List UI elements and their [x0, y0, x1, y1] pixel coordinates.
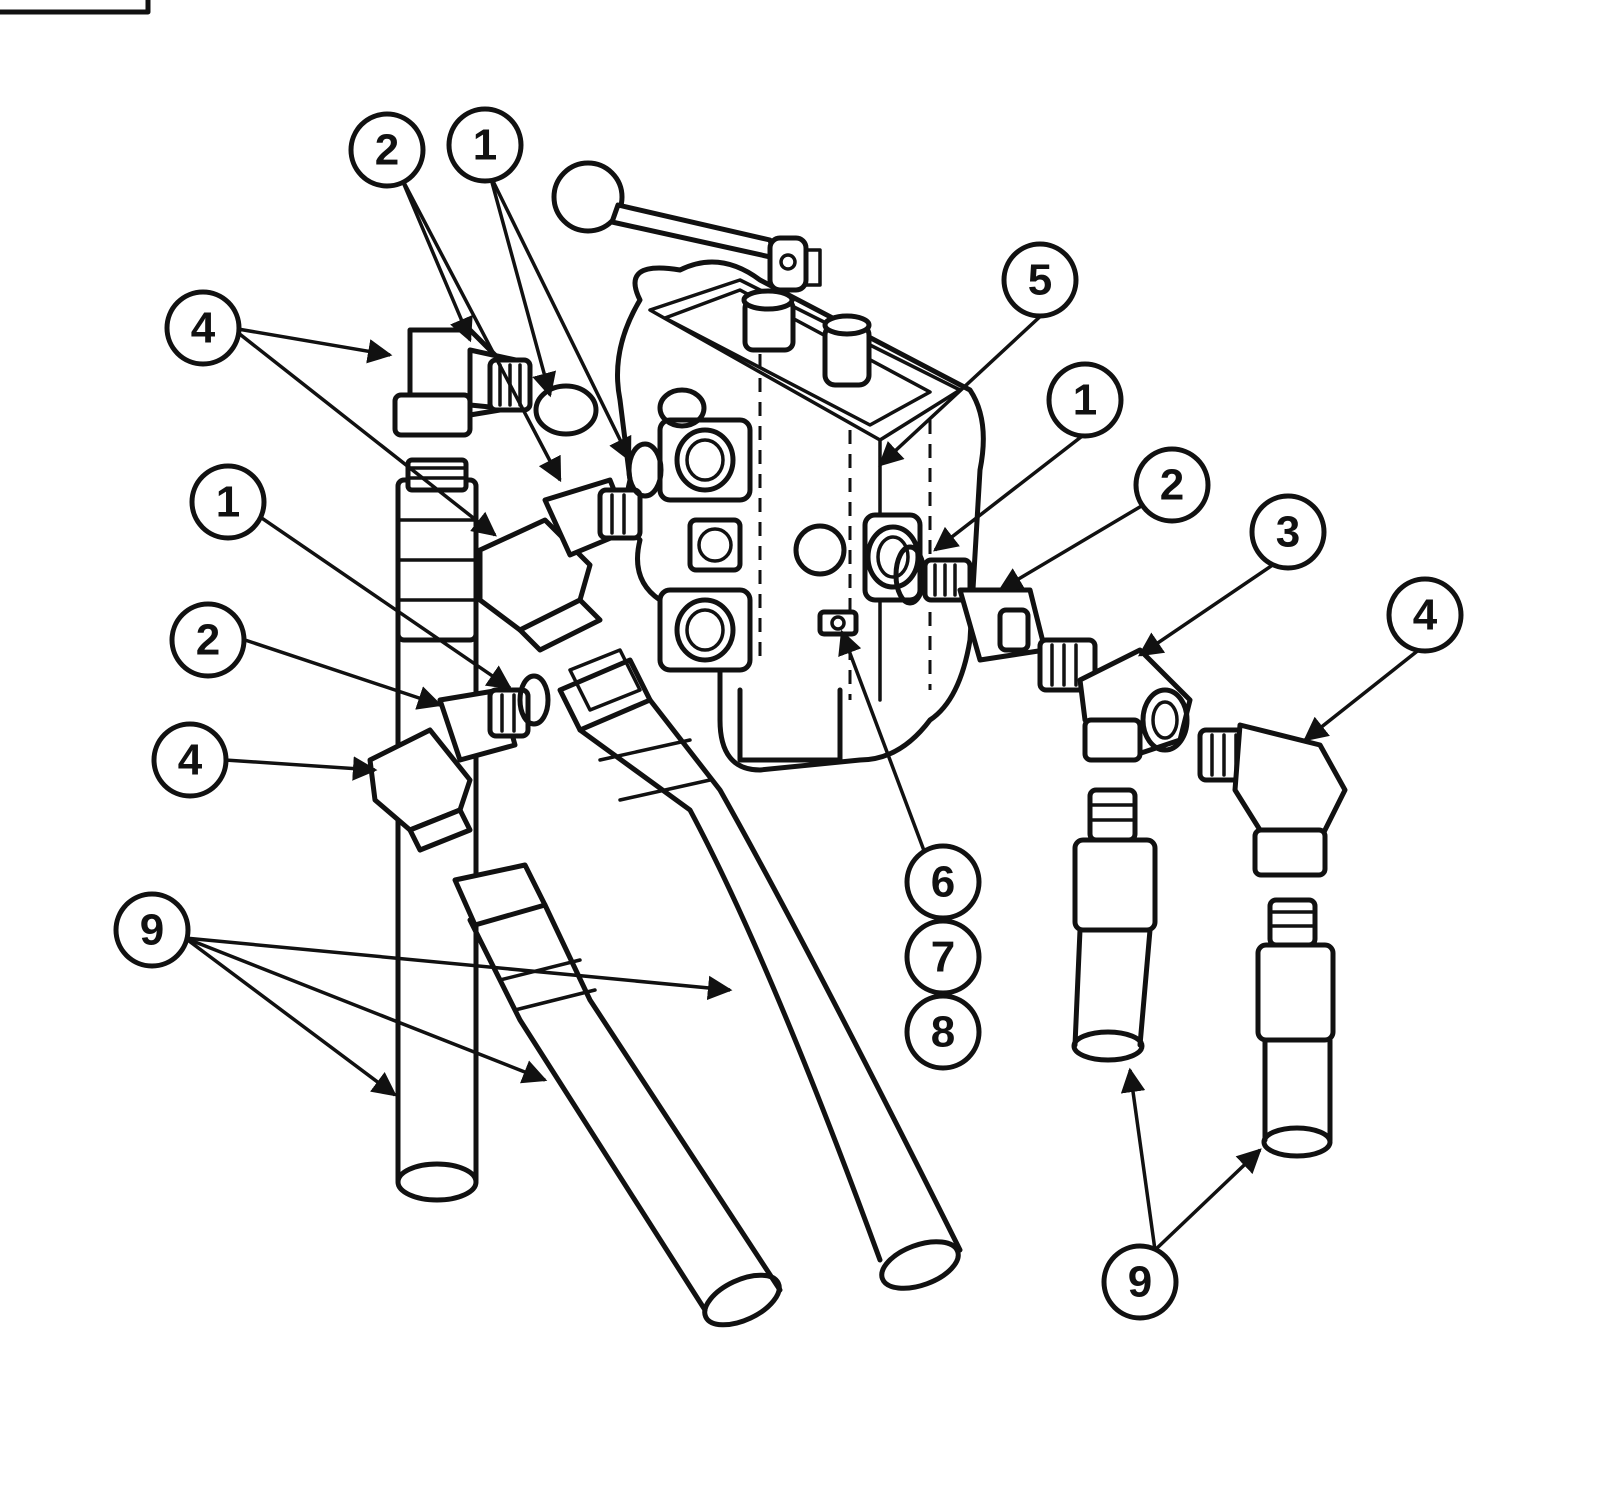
callout-2: 2 — [169, 601, 247, 679]
callout-3: 3 — [1249, 493, 1327, 571]
callout-label: 9 — [140, 906, 164, 955]
callout-label: 4 — [191, 304, 216, 353]
callout-label: 1 — [216, 478, 240, 527]
callout-label: 7 — [931, 933, 955, 982]
callout-label: 3 — [1276, 508, 1300, 557]
callout-label: 4 — [178, 736, 203, 785]
fitting-adapter-right — [893, 544, 1048, 663]
tee-fitting — [1037, 637, 1193, 763]
callout-label: 8 — [931, 1008, 955, 1057]
elbow-fitting-middle — [477, 441, 664, 653]
hose-middle-diagonal — [557, 648, 963, 1291]
callout-label: 2 — [375, 126, 399, 175]
elbow-fitting-top-left — [392, 327, 599, 438]
callout-label: 1 — [1073, 376, 1097, 425]
callout-label: 4 — [1413, 591, 1438, 640]
callout-1: 1 — [1046, 361, 1124, 439]
callout-6: 6 — [904, 843, 982, 921]
control-valve-body — [615, 259, 986, 773]
callout-2: 2 — [1133, 446, 1211, 524]
callout-4: 4 — [1386, 576, 1464, 654]
hose-right-outer — [1255, 897, 1336, 1159]
callout-1: 1 — [446, 106, 524, 184]
callout-9: 9 — [113, 891, 191, 969]
corner-frame — [0, 0, 151, 15]
callout-7: 7 — [904, 918, 982, 996]
callout-9: 9 — [1101, 1243, 1179, 1321]
callout-label: 2 — [1160, 461, 1184, 510]
callout-2: 2 — [348, 111, 426, 189]
hose-lower-left — [452, 862, 783, 1328]
hose-left-vertical — [395, 457, 479, 1203]
valve-handle — [551, 160, 822, 293]
callout-1: 1 — [189, 463, 267, 541]
callout-4: 4 — [164, 289, 242, 367]
elbow-fitting-lower-left — [367, 673, 551, 853]
callout-5: 5 — [1001, 241, 1079, 319]
callout-8: 8 — [904, 993, 982, 1071]
hose-right-center — [1071, 787, 1158, 1063]
leader-lines — [183, 174, 1427, 1252]
callout-label: 6 — [931, 858, 955, 907]
callout-4: 4 — [151, 721, 229, 799]
callout-label: 1 — [473, 121, 497, 170]
elbow-fitting-right — [1197, 722, 1348, 878]
callout-label: 2 — [196, 616, 220, 665]
callout-label: 9 — [1128, 1258, 1152, 1307]
callout-label: 5 — [1028, 256, 1052, 305]
